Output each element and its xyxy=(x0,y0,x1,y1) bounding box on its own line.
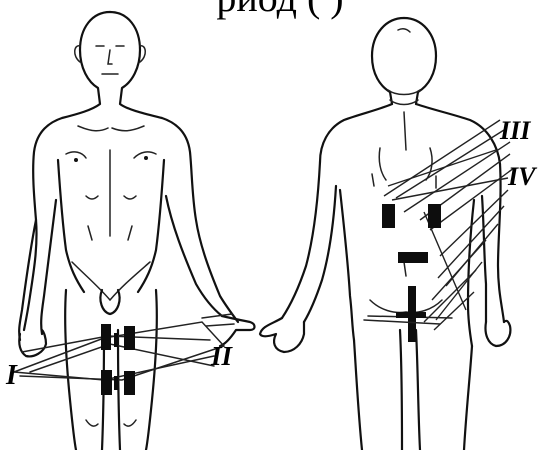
back-electrode-lumbar xyxy=(398,252,428,263)
label-zone-3: III xyxy=(500,118,530,144)
front-electrode-lower-right xyxy=(124,371,135,395)
label-zone-4: IV xyxy=(508,164,535,190)
front-electrode-upper-left xyxy=(101,324,111,350)
back-electrode-right xyxy=(428,204,441,228)
front-body-figure xyxy=(19,12,254,450)
back-electrode-left xyxy=(382,204,395,228)
back-hatch-zones xyxy=(384,120,514,330)
label-electrode-pair-1: I xyxy=(6,362,17,390)
front-electrode-lower-left xyxy=(101,370,112,395)
back-body-figure xyxy=(260,18,510,450)
label-electrode-pair-2: II xyxy=(211,343,232,370)
front-electrode-upper-right xyxy=(124,326,135,350)
back-electrodes xyxy=(364,204,452,342)
